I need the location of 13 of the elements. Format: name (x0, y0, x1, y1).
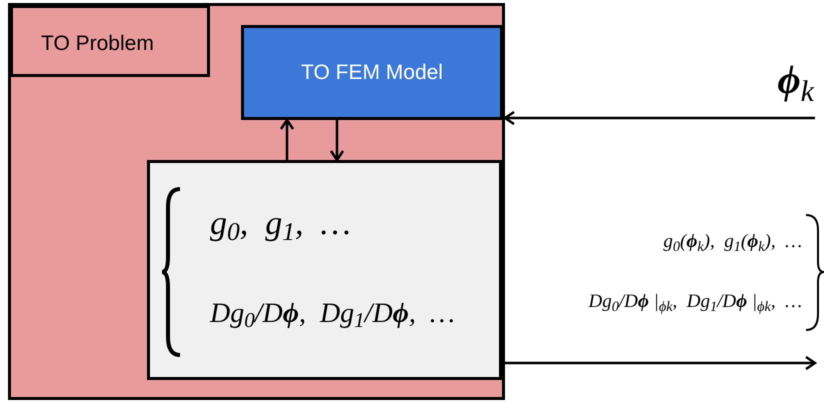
arrow (504, 110, 815, 126)
arrow (330, 120, 344, 162)
math-expression: g$_{0}$(ϕ$_{k}$), g$_{1}$(ϕ$_{k}$), … (663, 230, 802, 256)
arrow (280, 118, 294, 160)
math-expression: Dg$_{0}$/Dϕ, Dg$_{1}$/Dϕ, … (210, 297, 455, 334)
math-expression: g$_{0}$, g$_{1}$, … (210, 204, 351, 248)
problem-panel (8, 3, 505, 400)
box-label: TO FEM Model (301, 60, 443, 86)
arrow (505, 356, 816, 370)
math-expression: Dg$_{0}$/Dϕ |$_{ϕk}$, Dg$_{1}$/Dϕ |$_{ϕk}$, … (588, 290, 802, 316)
heading-tab: TO Problem (10, 5, 210, 77)
model-box (241, 25, 503, 120)
function-box (147, 160, 502, 380)
